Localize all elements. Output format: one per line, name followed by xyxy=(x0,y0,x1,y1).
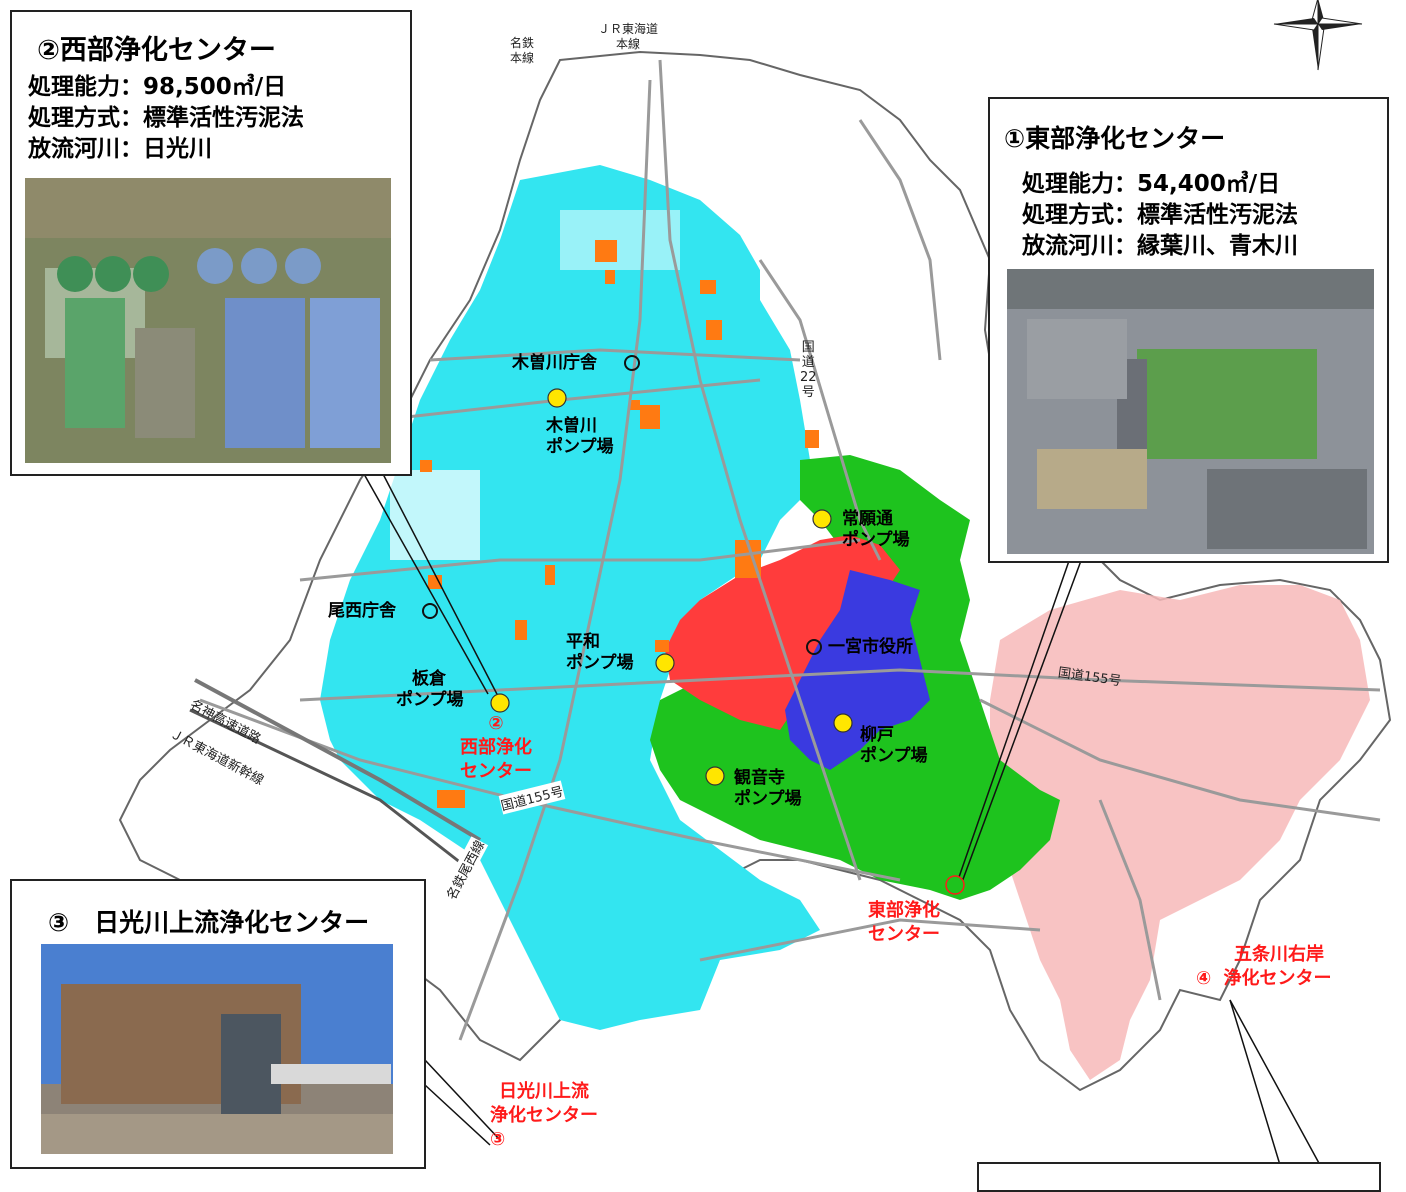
kisogawa-office-label: 木曽川庁舎 xyxy=(512,353,597,373)
upper-center-title: ③ 日光川上流浄化センター xyxy=(48,908,370,937)
meitetsu-main-line-label: 名鉄 本線 xyxy=(510,36,534,66)
pump-station-dots xyxy=(490,388,853,786)
meishin-expressway xyxy=(194,678,482,842)
east-center-capacity: 処理能力：54,400㎥/日 xyxy=(1022,171,1281,197)
route22-label: 国 道 22 号 xyxy=(800,340,817,400)
plant-name-line: 五条川右岸 xyxy=(1234,944,1324,965)
upper-center-infobox: ③ 日光川上流浄化センター xyxy=(10,879,426,1169)
plant-name-line: 浄化センター xyxy=(1223,968,1332,989)
plant-number: ④ xyxy=(1196,968,1212,989)
leader-lines xyxy=(363,473,1321,1166)
road-label-char: 国 xyxy=(801,340,815,355)
east-plant-label: ① 東部浄化 センター xyxy=(868,875,940,947)
gojo-service-area xyxy=(990,585,1370,1080)
pump-label-line: 柳戸 xyxy=(860,725,894,745)
yanagido-pump-label: 柳戸 ポンプ場 xyxy=(860,725,928,767)
plant-number: ② xyxy=(488,713,504,734)
west-center-infobox: ②西部浄化センター 処理能力：98,500㎥/日 処理方式：標準活性汚泥法 放流… xyxy=(10,10,412,476)
heiwa-pump-label: 平和 ポンプ場 xyxy=(566,632,634,674)
pump-label-line: ポンプ場 xyxy=(734,789,802,809)
plant-name-line: 浄化センター xyxy=(490,1105,598,1126)
east-center-method: 処理方式：標準活性汚泥法 xyxy=(1022,202,1298,228)
plant-number: ③ xyxy=(490,1129,506,1150)
pump-label-line: ポンプ場 xyxy=(566,653,634,673)
east-center-river: 放流河川：縁葉川、青木川 xyxy=(1022,233,1298,259)
central-blue-area xyxy=(785,570,930,770)
compass-rose-icon xyxy=(1273,0,1363,71)
road-label-char: 号 xyxy=(801,385,815,400)
west-center-method: 処理方式：標準活性汚泥法 xyxy=(28,105,304,131)
pump-label-line: ポンプ場 xyxy=(396,690,464,710)
office-markers xyxy=(422,355,822,655)
pump-label-line: ポンプ場 xyxy=(842,530,910,550)
plant-name-line: センター xyxy=(868,924,940,945)
pump-label-line: 平和 xyxy=(566,632,600,652)
central-red-area xyxy=(665,535,900,730)
pump-label-line: ポンプ場 xyxy=(546,437,614,457)
railway-label-line: 本線 xyxy=(616,37,641,51)
west-center-title: ②西部浄化センター xyxy=(37,35,276,66)
plant-name-line: 東部浄化 xyxy=(868,900,940,921)
pump-label-line: 常願通 xyxy=(842,509,893,529)
jr-tokaido-line-label: ＪＲ東海道 本線 xyxy=(598,22,658,52)
pump-label-line: 観音寺 xyxy=(734,768,785,788)
road-label-char: 道 xyxy=(801,355,815,370)
plant-name-line: センター xyxy=(460,761,532,782)
west-area-gap xyxy=(560,210,680,270)
aerial-photo-west-plant xyxy=(25,178,391,463)
gojo-plant-label: 五条川右岸 ④ 浄化センター xyxy=(1196,943,1332,991)
road-label-char: 22 xyxy=(800,370,817,385)
kisogawa-pump-label: 木曽川 ポンプ場 xyxy=(546,416,614,458)
west-center-capacity: 処理能力：98,500㎥/日 xyxy=(28,74,287,100)
itakura-pump-label: 板倉 ポンプ場 xyxy=(396,669,464,711)
upper-plant-label: 日光川上流 浄化センター ③ xyxy=(490,1080,598,1152)
bisai-office-label: 尾西庁舎 xyxy=(328,601,396,621)
railway-label-line: 本線 xyxy=(510,51,535,65)
railway-label-line: 名鉄 xyxy=(510,36,535,50)
east-center-title: ①東部浄化センター xyxy=(1004,124,1226,153)
pump-label-line: ポンプ場 xyxy=(860,746,928,766)
east-center-infobox: ①東部浄化センター 処理能力：54,400㎥/日 処理方式：標準活性汚泥法 放流… xyxy=(988,97,1389,563)
plant-name-line: 日光川上流 xyxy=(499,1081,589,1102)
railway-label-line: ＪＲ東海道 xyxy=(598,22,659,36)
plant-name-line: 西部浄化 xyxy=(460,737,532,758)
aerial-photo-east-plant xyxy=(1007,269,1374,554)
west-service-area xyxy=(320,165,820,1030)
building-photo-upper-plant xyxy=(41,944,393,1154)
gojo-center-infobox xyxy=(977,1162,1381,1192)
east-plant-marker xyxy=(945,875,965,895)
west-plant-label: ② 西部浄化 センター xyxy=(460,712,532,784)
jogando-pump-label: 常願通 ポンプ場 xyxy=(842,509,910,551)
west-center-river: 放流河川：日光川 xyxy=(28,136,212,162)
pump-label-line: 板倉 xyxy=(412,669,446,689)
kannonji-pump-label: 観音寺 ポンプ場 xyxy=(734,768,802,810)
city-hall-label: 一宮市役所 xyxy=(828,637,913,657)
gojo-plant-second-line: ④ 浄化センター xyxy=(1196,967,1332,991)
shinkansen-line xyxy=(189,708,471,872)
pump-label-line: 木曽川 xyxy=(546,416,597,436)
